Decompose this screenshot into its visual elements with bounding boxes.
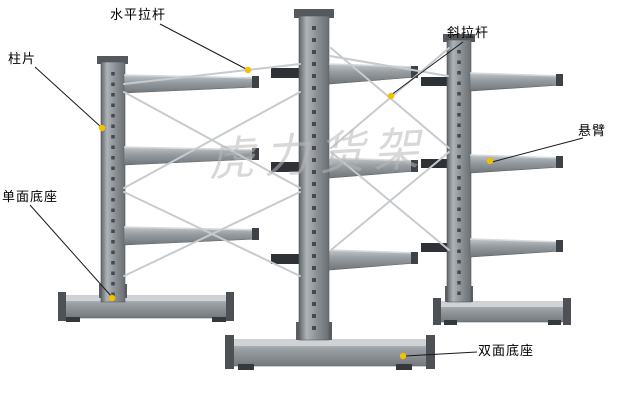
diagonal-tie-rod — [123, 191, 301, 277]
diagonal-tie-rod — [123, 91, 301, 189]
marker-dot — [98, 124, 106, 132]
marker-dot — [486, 157, 494, 165]
marker-dot — [108, 294, 116, 302]
marker-dot — [244, 66, 252, 74]
single-sided-base — [58, 292, 234, 322]
marker-dots — [98, 66, 494, 360]
horizontal-tie-rod — [329, 55, 449, 77]
label-single-sided-base: 单面底座 — [2, 190, 59, 205]
label-column-panel: 柱片 — [8, 52, 37, 67]
cantilever-arms-left — [123, 74, 259, 246]
marker-dot — [387, 92, 395, 100]
horizontal-tie-rod — [123, 63, 301, 85]
leader-lines — [29, 23, 584, 357]
tie-rods — [123, 47, 450, 277]
upright-left — [97, 56, 128, 303]
double-sided-base — [225, 335, 435, 370]
label-double-sided-base: 双面底座 — [478, 344, 535, 359]
rear-base — [433, 298, 571, 325]
cantilever-arms-center — [328, 63, 418, 271]
cantilever-arms-right — [469, 72, 563, 258]
label-cantilever-arm: 悬臂 — [578, 124, 607, 139]
marker-dot — [399, 352, 407, 360]
upright-center — [294, 9, 334, 341]
diagonal-tie-rod — [330, 151, 450, 251]
label-diagonal-tie-rod: 斜拉杆 — [447, 26, 490, 41]
upright-right — [443, 34, 475, 303]
label-horizontal-tie-rod: 水平拉杆 — [110, 8, 167, 23]
